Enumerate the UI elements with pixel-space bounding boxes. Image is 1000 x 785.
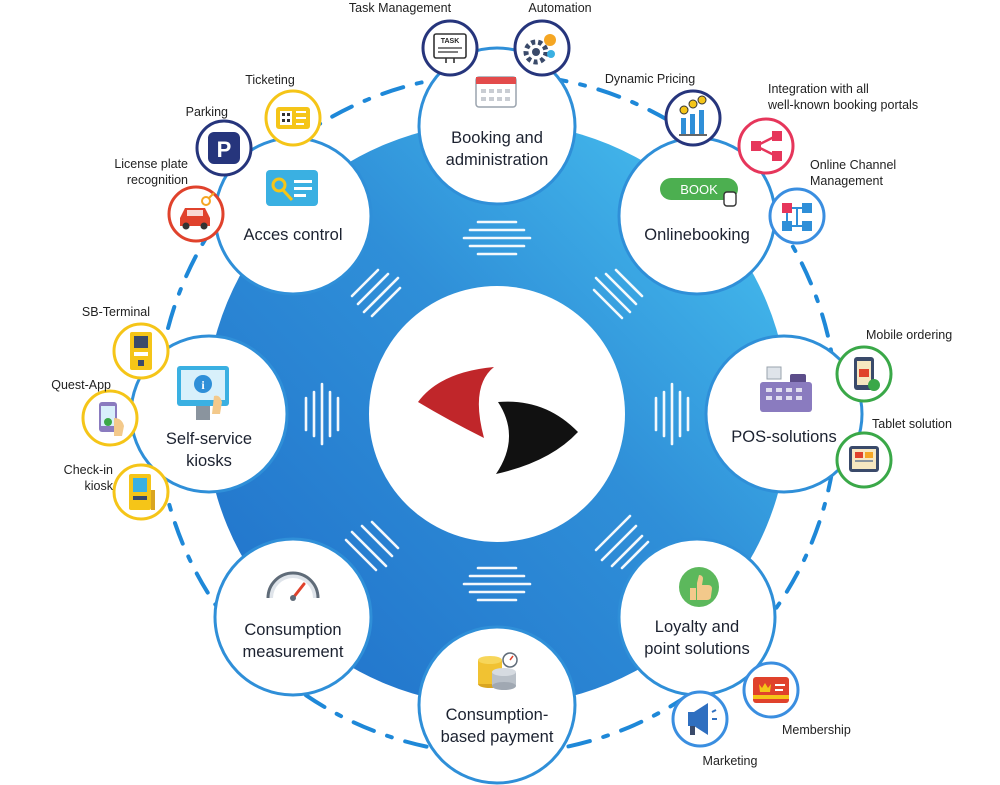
- satellite-dynamic-pricing[interactable]: [664, 89, 722, 147]
- parking-icon: P: [208, 132, 240, 164]
- mobile-order-icon: [854, 357, 880, 391]
- megaphone-icon: [688, 703, 717, 735]
- satellite-label-automation: Automation: [528, 1, 592, 15]
- satellite-label-tablet: Tablet solution: [872, 417, 952, 431]
- node-pos-solutions[interactable]: [704, 334, 864, 494]
- satellite-label-channel: Online Channel Management: [810, 158, 897, 188]
- satellite-checkin-kiosk[interactable]: [112, 463, 170, 521]
- speedometer-icon: [266, 571, 320, 601]
- book-badge-text: BOOK: [680, 182, 718, 197]
- wave-decoration-top-right: [592, 268, 644, 320]
- satellite-license-plate[interactable]: [167, 185, 225, 243]
- wave-decoration-bottom: [462, 566, 532, 602]
- thumbs-up-icon: [679, 567, 719, 607]
- calendar-icon: [475, 76, 517, 108]
- share-network-icon: [751, 131, 782, 161]
- satellite-label-marketing: Marketing: [702, 754, 758, 768]
- node-booking-administration[interactable]: [417, 46, 577, 206]
- membership-card-icon: [753, 677, 789, 703]
- gears-icon: [523, 34, 556, 65]
- task-badge-text: TASK: [441, 38, 460, 45]
- logo-black-chevron: [496, 401, 578, 474]
- satellite-automation[interactable]: [513, 19, 571, 77]
- satellite-label-pricing: Dynamic Pricing: [604, 72, 696, 86]
- node-label-kiosks: Self-service kiosks: [165, 430, 253, 470]
- phone-app-icon: [99, 402, 124, 436]
- node-consumption-based-payment[interactable]: [417, 625, 577, 785]
- coins-icon: [478, 652, 518, 690]
- tablet-icon: [849, 446, 879, 472]
- channel-network-icon: [782, 203, 812, 231]
- parking-badge-text: P: [217, 137, 232, 162]
- satellite-label-mobile: Mobile ordering: [866, 328, 953, 342]
- node-label-measurement: Consumption measurement: [242, 621, 344, 661]
- node-label-loyalty: Loyalty and point solutions: [644, 618, 750, 658]
- satellite-channel-management[interactable]: [768, 187, 826, 245]
- wave-decoration-right: [654, 382, 690, 446]
- satellite-sb-terminal[interactable]: [112, 322, 170, 380]
- satellite-ticketing[interactable]: [264, 89, 322, 147]
- wave-decoration-bottom-right: [594, 514, 650, 570]
- satellite-label-membership: Membership: [782, 723, 851, 737]
- center-disc: [369, 286, 625, 542]
- task-board-icon: TASK: [433, 33, 467, 63]
- cash-register-icon: [760, 366, 812, 412]
- terminal-icon: [130, 332, 152, 370]
- keycard-icon: [266, 170, 318, 206]
- satellite-label-ticketing: Ticketing: [245, 73, 295, 87]
- satellite-marketing[interactable]: [671, 690, 729, 748]
- price-chart-icon: [679, 95, 707, 136]
- node-loyalty-point-solutions[interactable]: [617, 537, 777, 697]
- node-label-access: Acces control: [243, 226, 343, 244]
- satellite-label-checkin: Check-in kiosk: [63, 463, 113, 493]
- satellite-label-portals: Integration with all well-known booking …: [768, 82, 919, 112]
- wave-decoration-top: [462, 220, 532, 256]
- satellite-label-parking: Parking: [185, 105, 228, 119]
- wave-decoration-left: [304, 382, 340, 446]
- node-label-online: Onlinebooking: [644, 226, 750, 244]
- info-kiosk-icon: i: [177, 366, 229, 420]
- node-label-pos: POS-solutions: [731, 428, 837, 446]
- checkin-kiosk-icon: [129, 474, 155, 510]
- wave-decoration-bottom-left: [344, 520, 400, 572]
- book-button-icon: BOOK: [660, 178, 738, 207]
- wave-decoration-top-left: [350, 268, 402, 318]
- node-consumption-measurement[interactable]: [213, 537, 373, 697]
- satellite-quest-app[interactable]: [81, 389, 139, 447]
- node-label-payment: Consumption- based payment: [440, 706, 554, 746]
- satellite-parking[interactable]: P: [195, 119, 253, 177]
- satellite-mobile-ordering[interactable]: [835, 345, 893, 403]
- satellite-booking-portals[interactable]: [737, 117, 795, 175]
- satellite-task-management[interactable]: TASK: [421, 19, 479, 77]
- car-key-icon: [180, 192, 215, 230]
- node-label-booking: Booking and administration: [445, 129, 549, 169]
- ticket-icon: [276, 107, 310, 129]
- svg-text:i: i: [201, 378, 205, 392]
- logo-red-swoosh: [418, 367, 494, 438]
- satellite-label-task: Task Management: [348, 1, 452, 15]
- node-onlinebooking[interactable]: BOOK: [617, 136, 777, 296]
- satellite-label-sbterminal: SB-Terminal: [81, 305, 150, 319]
- brand-logo: [418, 367, 578, 474]
- satellite-label-questapp: Quest-App: [51, 378, 111, 392]
- satellite-membership[interactable]: [742, 661, 800, 719]
- satellite-label-lpr: License plate recognition: [114, 157, 188, 187]
- satellite-tablet-solution[interactable]: [835, 431, 893, 489]
